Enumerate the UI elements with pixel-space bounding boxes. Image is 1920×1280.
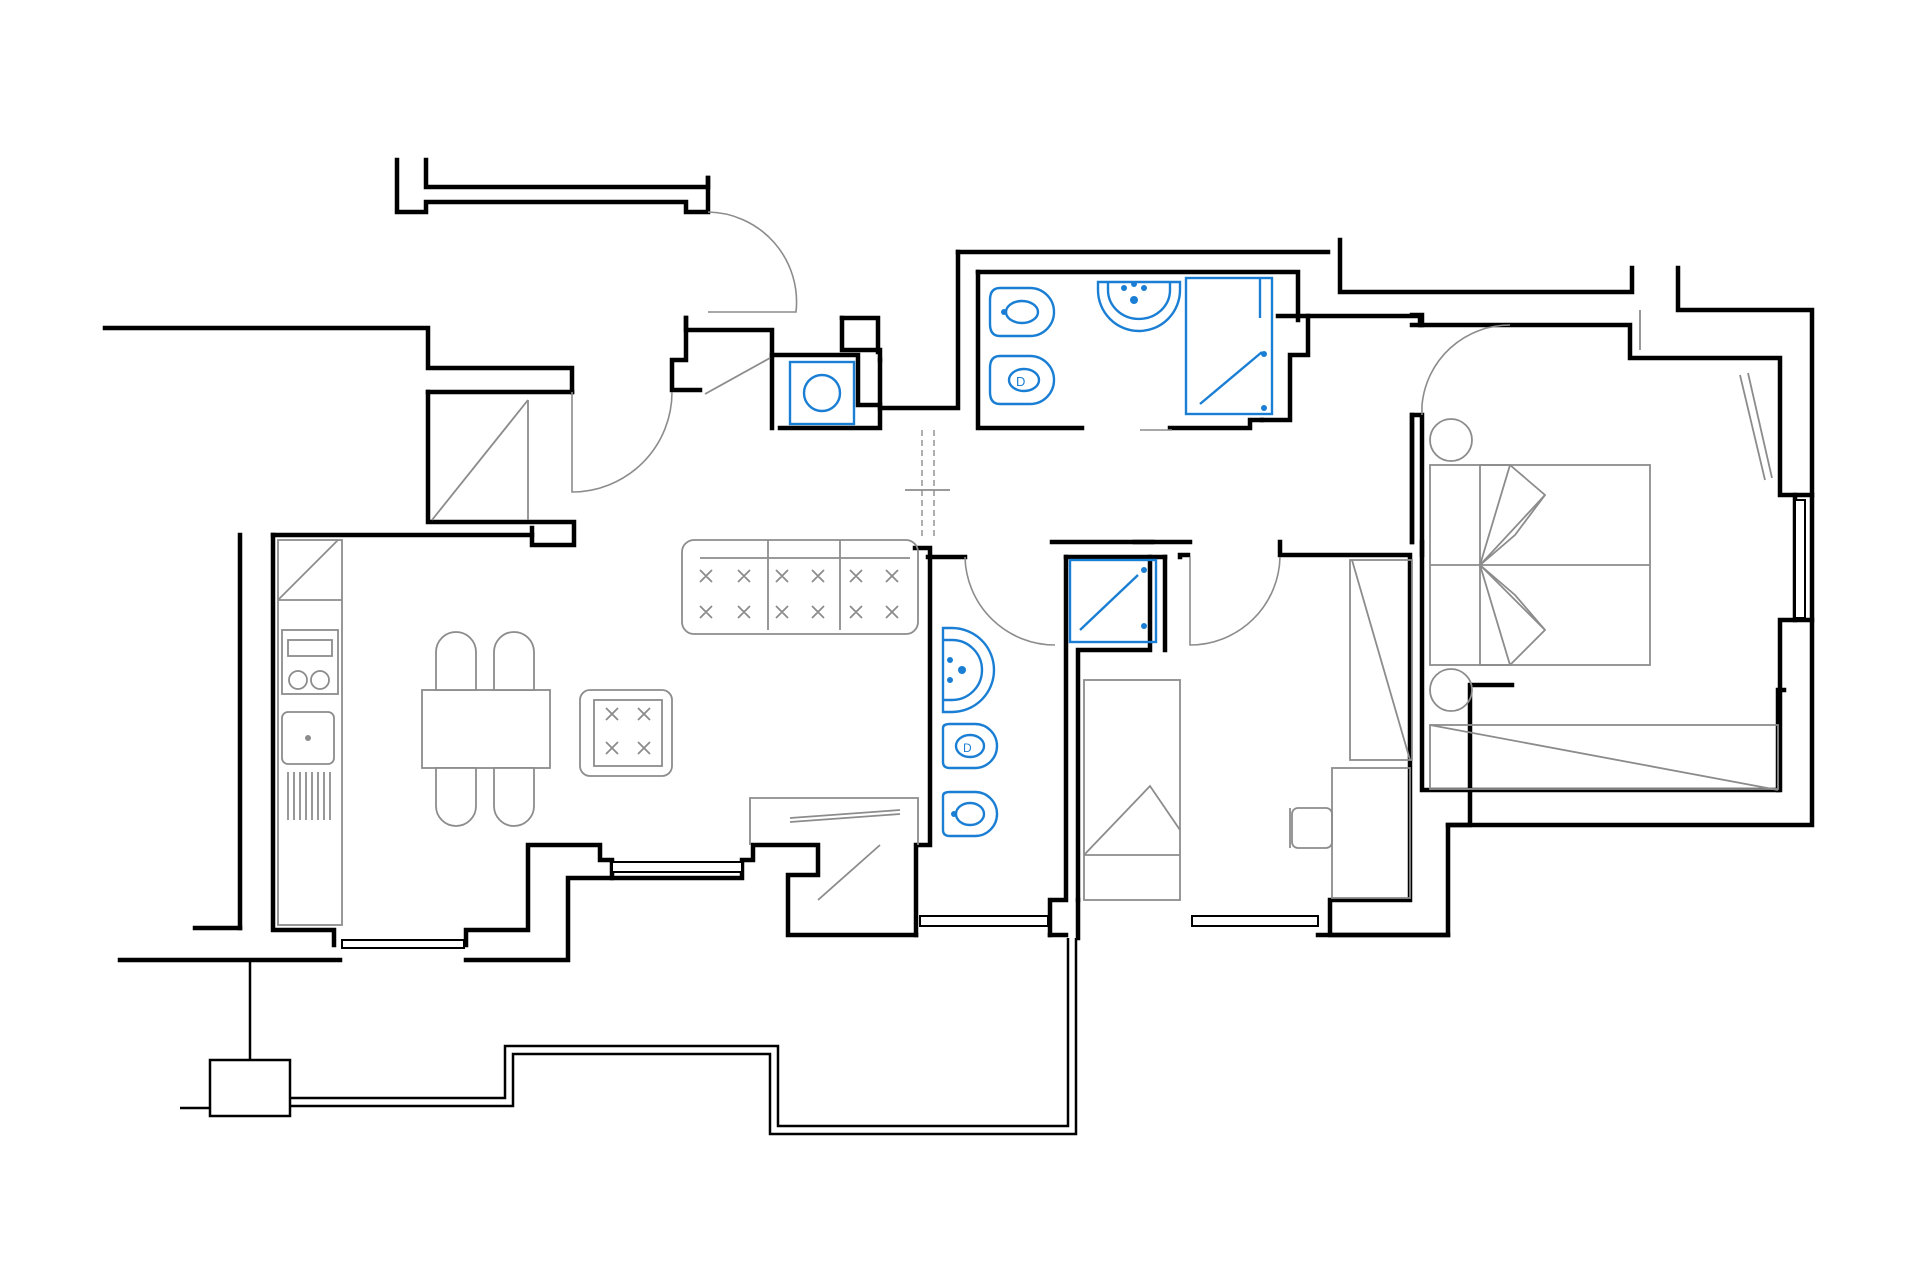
wall-bath2-left-inner — [975, 269, 1085, 431]
washing-machine-icon — [788, 360, 856, 426]
wall-top-entry-outer — [394, 157, 711, 215]
wall-small-bed-right — [1277, 539, 1515, 938]
wall-shelf — [1739, 374, 1766, 481]
utility-box — [208, 1058, 292, 1118]
small-bedroom — [1083, 559, 1413, 901]
chair-icon — [493, 631, 535, 691]
wall-bath2-bottom — [1167, 417, 1265, 431]
shower-tray-icon — [1068, 558, 1158, 644]
door-swing-icon — [707, 211, 798, 313]
desk-chair-icon — [1289, 807, 1333, 849]
cooktop-icon — [281, 629, 339, 695]
wall-bath2-top — [975, 269, 1301, 323]
wall-top-entry-inner — [423, 157, 711, 190]
utility-pipe-outer — [290, 938, 1070, 1128]
wall-outer-right — [1445, 265, 1815, 828]
utility-pipe-inner — [290, 938, 1078, 1136]
kitchen-sink-icon — [281, 711, 335, 765]
washbasin-icon — [1096, 280, 1182, 333]
shower-tray-icon — [1184, 276, 1274, 416]
walls — [102, 157, 1815, 963]
door-swing-icon — [1421, 324, 1511, 415]
landing-diagonal — [704, 357, 771, 395]
wall-small-bed-stub — [1177, 552, 1191, 560]
svg-text:D: D — [963, 741, 972, 755]
washbasin-icon — [941, 626, 996, 714]
wardrobe-icon — [1429, 724, 1779, 791]
chair-icon — [435, 767, 477, 827]
wall-bath2-left — [877, 249, 961, 411]
bidet-icon — [988, 286, 1056, 338]
wall-bath2-right — [1259, 313, 1311, 423]
single-bed-icon — [1083, 679, 1181, 901]
window-icon — [611, 861, 743, 873]
tv-cabinet — [749, 797, 919, 845]
wall-landing-right — [669, 315, 703, 393]
nightstand-icon — [1429, 668, 1473, 712]
entry-closet — [431, 399, 529, 521]
external-utility — [180, 938, 1078, 1136]
wall-shower-niche — [1063, 554, 1153, 903]
wall-bath1-left — [912, 545, 933, 938]
dining-area — [421, 631, 551, 827]
svg-text:D: D — [1016, 374, 1025, 389]
kitchen-counter — [277, 539, 343, 926]
toilet-icon: D — [988, 354, 1056, 406]
wall-shelf — [1747, 372, 1773, 479]
laundry — [704, 357, 856, 426]
window-icon — [341, 939, 465, 949]
windows — [341, 499, 1806, 949]
chair-icon — [493, 767, 535, 827]
wall-bottom-living — [463, 842, 919, 948]
wall-closet — [425, 389, 577, 548]
bathroom-lower: D — [905, 430, 1158, 838]
kitchen — [277, 539, 343, 926]
wall-kitchen-left — [270, 532, 337, 948]
door-swing-icon — [964, 556, 1056, 646]
wall-laundry — [683, 315, 883, 431]
window-icon — [919, 915, 1049, 927]
wall-top-right-upper — [1337, 237, 1635, 295]
wall-master-top — [1409, 312, 1798, 498]
double-bed-icon — [1429, 464, 1651, 666]
living-area — [431, 399, 919, 901]
armchair-icon — [579, 689, 673, 777]
doors — [571, 211, 1511, 646]
dish-drainer-icon — [287, 772, 331, 820]
sofa-icon — [681, 539, 919, 635]
desk-icon — [1331, 767, 1411, 899]
wall-upper-left — [102, 325, 575, 395]
bidet-icon — [941, 790, 999, 838]
master-bedroom — [1429, 310, 1779, 791]
dining-table-icon — [421, 689, 551, 769]
wall-laundry-top — [839, 315, 881, 355]
door-swing-icon — [1189, 556, 1281, 646]
wall-bottom-living-outer — [463, 875, 615, 963]
counter-diagonal — [277, 539, 339, 601]
wall-bath1-right — [1047, 554, 1069, 938]
bathroom-upper: D — [988, 276, 1274, 416]
chair-icon — [435, 631, 477, 691]
wardrobe-icon — [1349, 559, 1413, 761]
wall-laundry-right — [839, 315, 883, 363]
window-icon — [1191, 915, 1319, 927]
opening-dashed — [921, 430, 935, 540]
wall-master-right-lower — [1775, 617, 1798, 793]
toilet-icon: D — [941, 722, 999, 770]
door-swing-icon — [571, 391, 673, 493]
wall-corridor-top — [1305, 313, 1423, 328]
window-icon — [1794, 499, 1806, 619]
storage-closet — [817, 844, 881, 901]
nightstand-icon — [1429, 418, 1473, 462]
